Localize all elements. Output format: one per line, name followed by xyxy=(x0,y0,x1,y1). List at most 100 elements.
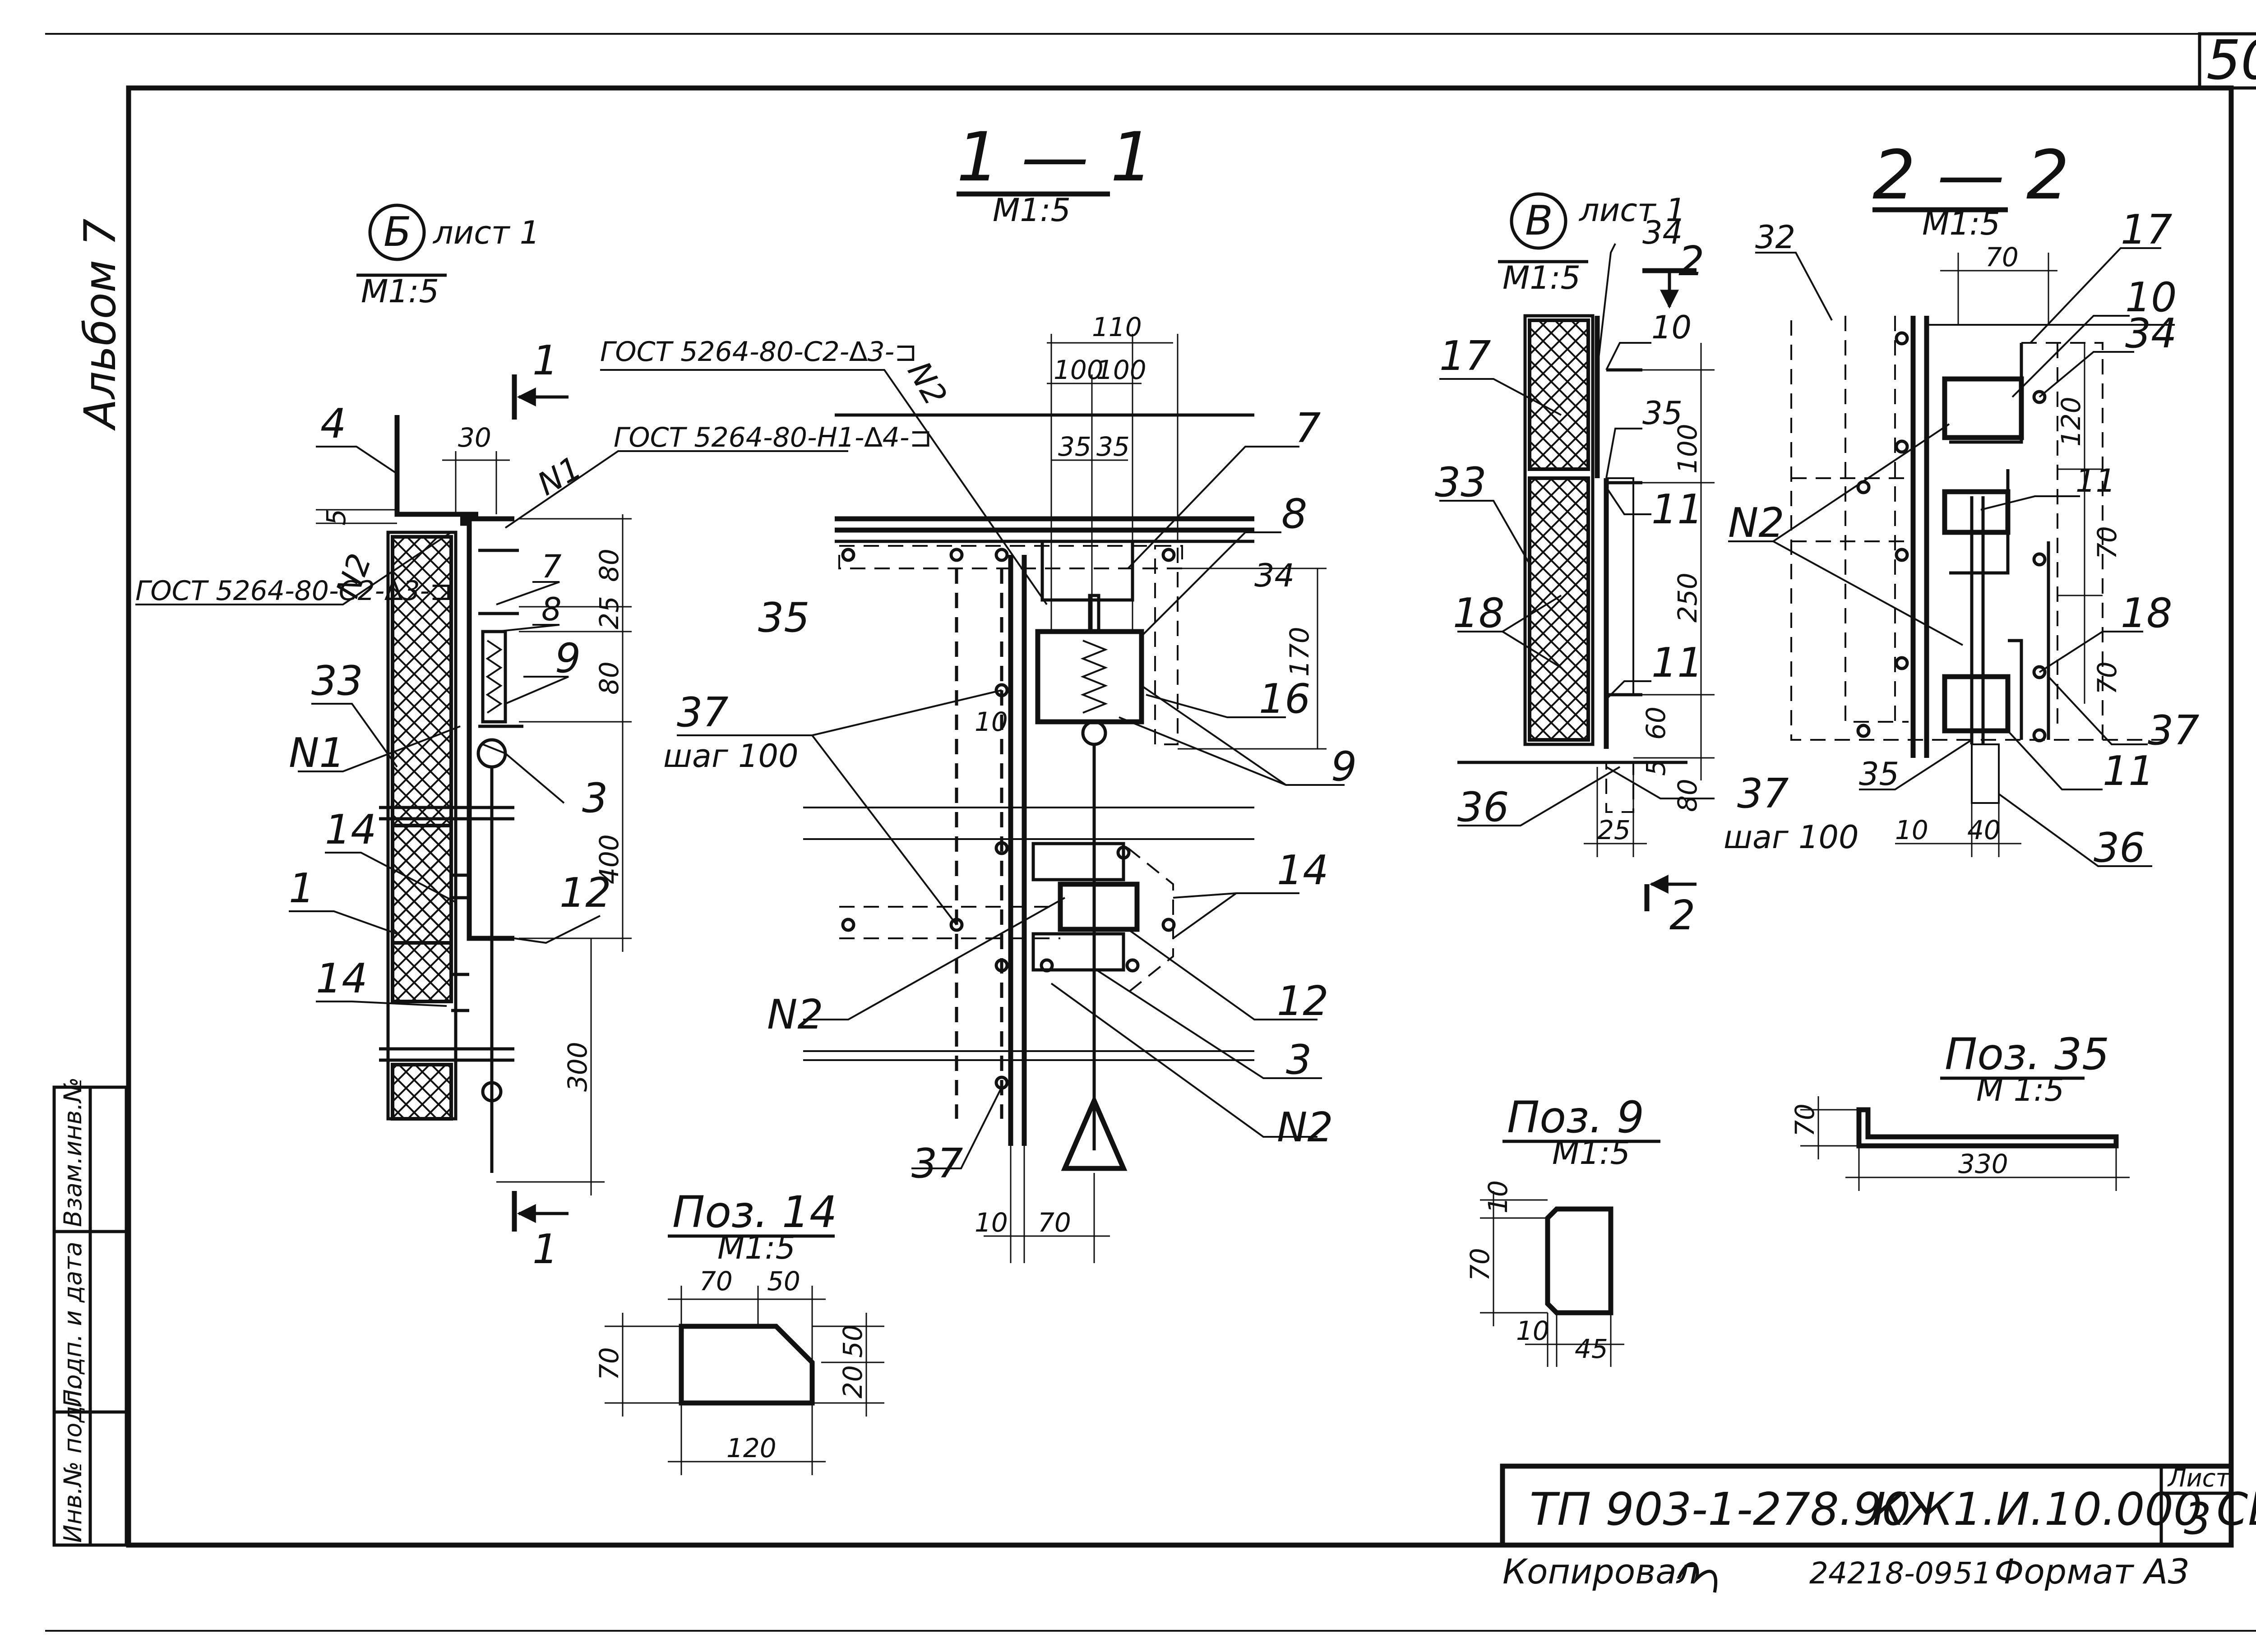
section-1-1-drawing xyxy=(803,413,1254,1171)
pos35-dim-330: 330 xyxy=(1958,1149,2008,1179)
stamp-replace-label: Взам.инв.№ xyxy=(59,1077,87,1227)
b-label-8: 8 xyxy=(541,591,562,628)
v-dim-25: 25 xyxy=(1597,815,1631,845)
pos14-dim-50-right: 50 xyxy=(837,1324,868,1358)
node-b-scale: М1:5 xyxy=(361,273,439,310)
section-1-1-title: 1 — 1 xyxy=(957,118,1153,197)
s11-dim-70: 70 xyxy=(1038,1207,1071,1238)
sheet-frame xyxy=(45,32,2256,1632)
cut-1-bottom-label: 1 xyxy=(532,1226,558,1273)
node-v-sheet-ref: лист 1 xyxy=(1578,192,1686,229)
v-dim-5: 5 xyxy=(1641,759,1671,776)
pos14-dim-70-left: 70 xyxy=(594,1347,624,1380)
s11-dim-35b: 35 xyxy=(1096,431,1130,462)
s11-dim-110: 110 xyxy=(1092,312,1142,342)
section-1-1-dims xyxy=(984,334,1327,1263)
s22-dim-120: 120 xyxy=(2056,397,2086,447)
s11-label-8: 8 xyxy=(1281,490,1307,538)
s11-label-7: 7 xyxy=(1295,405,1321,452)
pos35-shape xyxy=(1856,1107,2119,1149)
footer-format: Формат А3 xyxy=(1994,1551,2190,1592)
pos9-title: Поз. 9 xyxy=(1507,1092,1644,1143)
s11-dim-170: 170 xyxy=(1284,627,1315,677)
b-dim-25: 25 xyxy=(594,596,624,629)
v-dim-250: 250 xyxy=(1672,572,1703,623)
pos14-scale: М1:5 xyxy=(717,1229,795,1266)
node-b-leaders xyxy=(135,446,848,1007)
node-v-scale: М1:5 xyxy=(1502,259,1581,296)
pos9-dim-10-top: 10 xyxy=(1483,1180,1513,1214)
copier-signature xyxy=(1677,1562,1718,1593)
s11-label-35: 35 xyxy=(758,594,810,641)
s22-label-37: 37 xyxy=(2148,707,2200,754)
pos14-dims xyxy=(605,1286,884,1475)
b-label-12: 12 xyxy=(559,869,611,917)
s11-dim-35a: 35 xyxy=(1058,431,1091,462)
footer-copied: Копировал xyxy=(1502,1551,1698,1592)
pos14-dim-120: 120 xyxy=(726,1433,777,1463)
pos35-scale: М 1:5 xyxy=(1976,1071,2064,1108)
section-1-1-leaders xyxy=(600,369,1345,1169)
stamp-inv-label: Инв.№ подл. xyxy=(59,1383,87,1543)
pos35-dim-70: 70 xyxy=(1789,1103,1820,1137)
v-label-step: шаг 100 xyxy=(1724,819,1859,856)
cut-2-bottom-label: 2 xyxy=(1669,892,1695,939)
v-label-17: 17 xyxy=(1439,332,1491,380)
b-label-33: 33 xyxy=(311,657,363,705)
v-dim-100: 100 xyxy=(1672,424,1703,474)
pos9-dims xyxy=(1480,1191,1624,1367)
footer-num: 51 xyxy=(1954,1556,1992,1591)
pos14-dim-50-top: 50 xyxy=(767,1266,800,1297)
s22-dim-10: 10 xyxy=(1895,815,1928,845)
s22-dim-40: 40 xyxy=(1967,815,2001,845)
pos35-dims xyxy=(1800,1096,2130,1191)
node-v-marker xyxy=(1498,192,1588,263)
pos9-dim-10-bottom: 10 xyxy=(1516,1315,1549,1346)
pos14-dim-20-right: 20 xyxy=(837,1365,868,1398)
b-label-1: 1 xyxy=(289,865,314,912)
pos14-title: Поз. 14 xyxy=(672,1187,837,1237)
section-2-2-drawing xyxy=(1790,316,2175,804)
node-b-dims xyxy=(316,451,632,1195)
s11-dim-100a: 100 xyxy=(1054,355,1104,385)
pos14-dim-70-top: 70 xyxy=(699,1266,733,1297)
cut-2-top-label: 2 xyxy=(1678,238,1704,285)
b-label-14b: 14 xyxy=(316,955,368,1002)
weld-note-c: ГОСТ 5264-80-С2-∆3-⊐ xyxy=(135,575,453,607)
node-v-dims xyxy=(1584,343,1715,857)
pos9-dim-45: 45 xyxy=(1575,1334,1608,1364)
pos9-dim-70: 70 xyxy=(1465,1248,1495,1281)
b-label-n1-top: N1 xyxy=(532,449,588,503)
v-label-33: 33 xyxy=(1435,459,1487,506)
side-stamp xyxy=(52,1085,128,1547)
cut-1-top-label: 1 xyxy=(532,337,558,384)
cut-1-bottom xyxy=(512,1191,569,1232)
v-dim-60: 60 xyxy=(1641,706,1671,740)
weld-note-a: ГОСТ 5264-80-С2-∆3-⊐ xyxy=(600,336,917,368)
s22-label-11a: 11 xyxy=(2076,462,2116,499)
node-b-letter: Б xyxy=(384,208,411,256)
s11-label-3: 3 xyxy=(1286,1036,1312,1084)
pos14-shape xyxy=(679,1324,815,1406)
v-label-35: 35 xyxy=(1642,395,1683,432)
b-label-9: 9 xyxy=(555,635,581,682)
s11-label-n2-right: N2 xyxy=(1277,1104,1333,1151)
cut-2-top xyxy=(1642,268,1697,309)
node-v-leaders xyxy=(1439,243,1715,826)
b-dim-400: 400 xyxy=(594,834,624,884)
s22-label-34: 34 xyxy=(2125,310,2177,357)
v-label-34: 34 xyxy=(1642,214,1683,251)
s11-label-16: 16 xyxy=(1259,675,1311,723)
v-label-11a: 11 xyxy=(1651,486,1703,533)
title-sheet-label: Лист xyxy=(2167,1464,2230,1492)
s22-label-10: 10 xyxy=(2125,274,2177,321)
v-dim-80: 80 xyxy=(1672,779,1703,812)
v-label-18: 18 xyxy=(1453,590,1505,637)
b-label-3: 3 xyxy=(582,775,608,822)
s22-label-36: 36 xyxy=(2094,824,2145,872)
section-2-2-leaders xyxy=(1728,247,2161,867)
node-b-marker xyxy=(356,203,447,277)
v-label-36: 36 xyxy=(1457,784,1509,831)
s11-label-37: 37 xyxy=(677,689,729,736)
